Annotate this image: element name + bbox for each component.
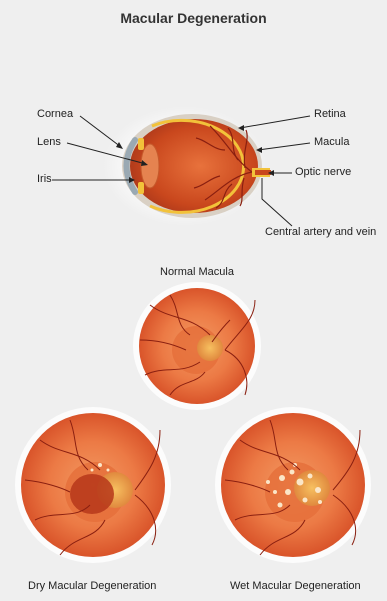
iris-top [138,138,144,150]
normal-fundus [133,282,261,410]
label-retina: Retina [314,108,346,120]
label-lens: Lens [37,136,61,148]
caption-wet-macular-degeneration: Wet Macular Degeneration [230,580,361,592]
label-cornea: Cornea [37,108,73,120]
label-optic-nerve: Optic nerve [295,166,351,178]
label-macula: Macula [314,136,349,148]
iris-bottom [138,182,144,194]
dry-atrophy-patch [70,474,114,514]
label-central-artery-vein: Central artery and vein [265,226,376,238]
lens [141,144,159,188]
caption-dry-macular-degeneration: Dry Macular Degeneration [28,580,156,592]
dry-fundus [15,407,171,563]
optic-nerve-core [255,170,271,175]
normal-macula-spot [197,335,223,361]
label-iris: Iris [37,173,52,185]
wet-fundus [215,407,371,563]
caption-normal-macula: Normal Macula [160,266,234,278]
